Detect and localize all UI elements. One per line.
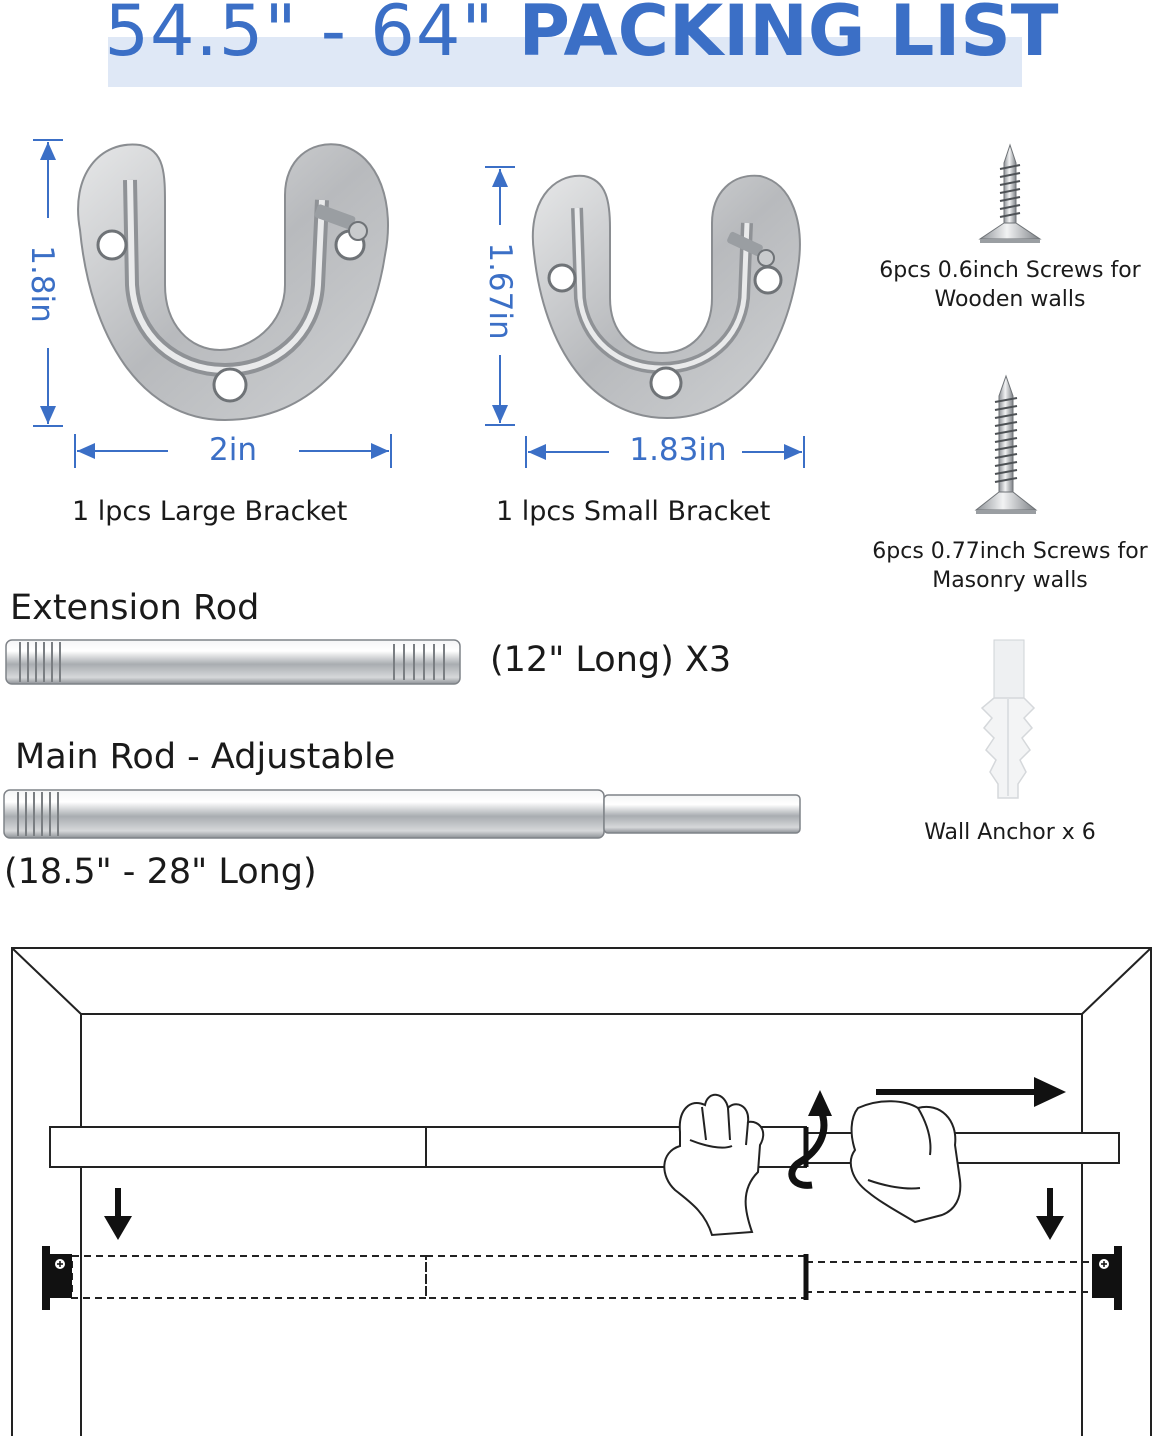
hand-icon [663, 1093, 765, 1237]
size-range: 54.5" - 64" [104, 0, 495, 72]
dimension-arrow-icon [525, 436, 805, 468]
page-title: 54.5" - 64" PACKING LIST [0, 0, 1163, 74]
right-arrow-icon [876, 1077, 1066, 1107]
masonry-screws-caption: 6pcs 0.77inch Screws for Masonry walls [855, 537, 1163, 595]
wood-screws-caption: 6pcs 0.6inch Screws for Wooden walls [860, 256, 1160, 314]
screw-icon [978, 143, 1042, 243]
installation-diagram [11, 947, 1152, 1436]
main-rod-illustration [3, 789, 801, 839]
extension-rod-label: Extension Rod [10, 588, 260, 628]
wall-anchor-caption: Wall Anchor x 6 [924, 820, 1096, 845]
wall-bracket-left [42, 1246, 72, 1310]
hand-icon [849, 1100, 962, 1224]
down-arrow-icon [1036, 1188, 1064, 1240]
wall-bracket-right [1092, 1246, 1122, 1310]
small-bracket-caption: 1 lpcs Small Bracket [496, 496, 771, 527]
small-bracket-illustration [531, 174, 801, 420]
extension-rod-illustration [5, 639, 461, 685]
large-bracket-height: 1.8in [24, 245, 60, 323]
dimension-arrow-icon [33, 139, 63, 427]
dimension-arrow-icon [485, 166, 515, 426]
extension-rod-quantity: (12" Long) X3 [490, 640, 732, 680]
title-highlight-band [108, 37, 1022, 87]
wood-screws-line2: Wooden walls [934, 287, 1086, 312]
main-rod-label: Main Rod - Adjustable [15, 737, 396, 777]
masonry-screws-line2: Masonry walls [932, 568, 1088, 593]
small-bracket-height: 1.67in [482, 242, 518, 340]
large-bracket-caption: 1 lpcs Large Bracket [72, 496, 348, 527]
dimension-arrow-icon [74, 434, 392, 468]
screw-icon [974, 374, 1038, 514]
large-bracket-width: 2in [209, 432, 257, 468]
packing-list-heading: PACKING LIST [518, 0, 1059, 72]
wall-anchor-icon [980, 639, 1036, 799]
wood-screws-line1: 6pcs 0.6inch Screws for [879, 258, 1141, 283]
main-rod-length: (18.5" - 28" Long) [4, 852, 317, 892]
large-bracket-illustration [77, 143, 389, 422]
rotate-arrow-icon [788, 1090, 832, 1189]
small-bracket-width: 1.83in [629, 432, 727, 468]
masonry-screws-line1: 6pcs 0.77inch Screws for [872, 539, 1148, 564]
down-arrow-icon [104, 1188, 132, 1240]
